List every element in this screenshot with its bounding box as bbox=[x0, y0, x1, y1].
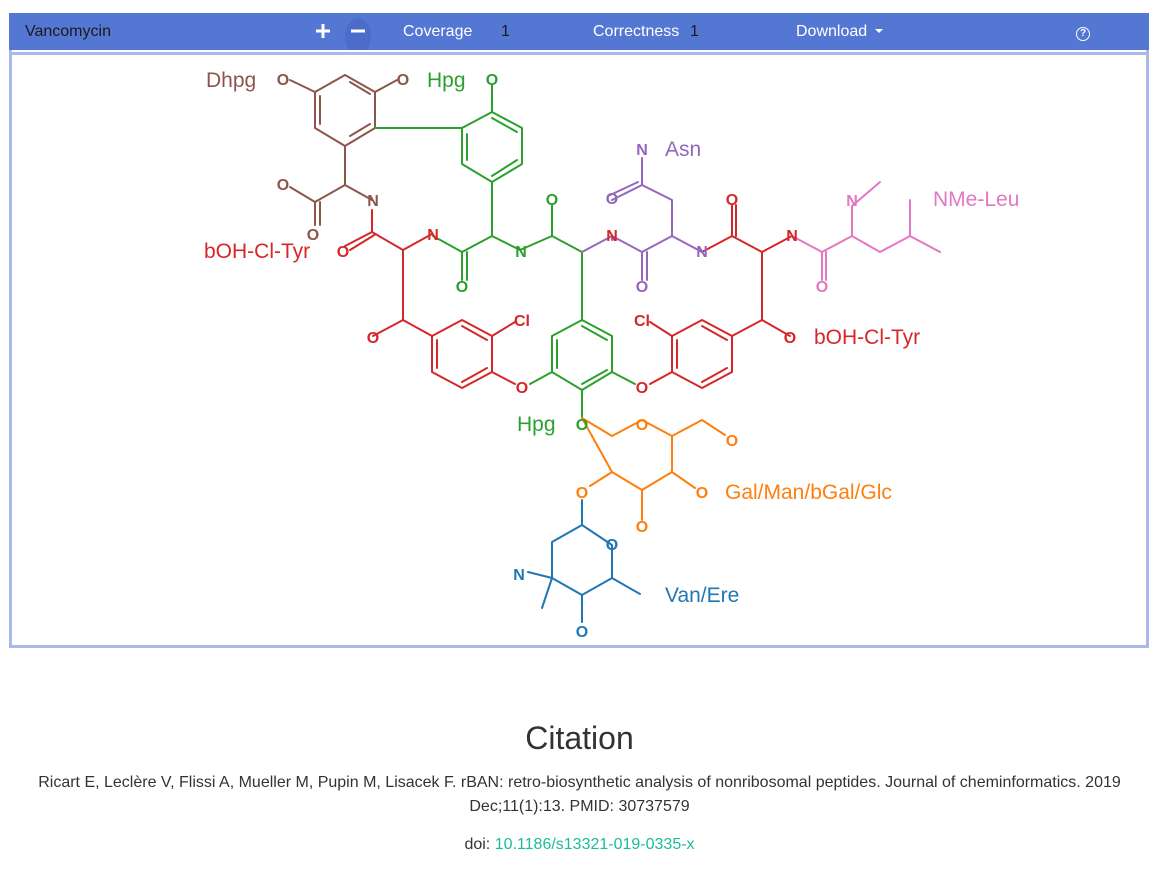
svg-text:O: O bbox=[397, 72, 409, 89]
minus-icon bbox=[351, 29, 365, 33]
svg-text:O: O bbox=[726, 433, 738, 450]
svg-text:N: N bbox=[846, 193, 858, 210]
svg-text:O: O bbox=[636, 380, 648, 397]
coverage-value: 1 bbox=[501, 23, 510, 40]
svg-text:O: O bbox=[546, 192, 558, 209]
citation-heading: Citation bbox=[525, 720, 634, 756]
correctness-label: Correctness bbox=[593, 23, 680, 40]
svg-text:N: N bbox=[515, 244, 527, 261]
help-icon: ? bbox=[1076, 27, 1090, 41]
download-dropdown[interactable]: Download bbox=[796, 13, 884, 50]
monomer-label: NMe-Leu bbox=[933, 188, 1019, 211]
viewer-toolbar: Vancomycin Coverage 1 Correctness 1 Down… bbox=[9, 13, 1149, 55]
canvas-frame bbox=[12, 52, 1146, 645]
svg-text:O: O bbox=[784, 330, 796, 347]
svg-text:O: O bbox=[277, 177, 289, 194]
svg-text:O: O bbox=[606, 191, 618, 208]
monomer-label: bOH-Cl-Tyr bbox=[814, 326, 920, 349]
monomer-label: Hpg bbox=[427, 69, 466, 92]
coverage-label: Coverage bbox=[403, 23, 473, 40]
help-button[interactable]: ? bbox=[1076, 13, 1090, 50]
svg-text:O: O bbox=[576, 485, 588, 502]
svg-text:O: O bbox=[696, 485, 708, 502]
doi-line: doi: 10.1186/s13321-019-0335-x bbox=[0, 833, 1159, 857]
svg-text:O: O bbox=[726, 192, 738, 209]
monomer-labels: Dhpg Hpg Asn NMe-Leu bOH-Cl-Tyr bOH-Cl-T… bbox=[204, 69, 1019, 607]
svg-text:N: N bbox=[786, 228, 798, 245]
svg-text:N: N bbox=[427, 227, 439, 244]
svg-text:O: O bbox=[636, 279, 648, 296]
download-label: Download bbox=[796, 23, 868, 40]
svg-text:O: O bbox=[576, 417, 588, 434]
monomer-label: Gal/Man/bGal/Glc bbox=[725, 481, 892, 504]
zoom-out-button[interactable] bbox=[345, 18, 371, 55]
plus-icon bbox=[316, 24, 330, 38]
svg-text:N: N bbox=[606, 228, 618, 245]
hpg-center-bonds bbox=[529, 251, 636, 419]
svg-text:O: O bbox=[606, 537, 618, 554]
citation-text: Ricart E, Leclère V, Flissi A, Mueller M… bbox=[38, 774, 1121, 815]
monomer-label: Hpg bbox=[517, 413, 556, 436]
svg-text:N: N bbox=[636, 142, 648, 159]
svg-text:O: O bbox=[486, 72, 498, 89]
molecule-name: Vancomycin bbox=[25, 23, 111, 40]
svg-text:Cl: Cl bbox=[514, 313, 530, 330]
boh-cl-tyr-right-bonds bbox=[649, 204, 793, 389]
monomer-label: bOH-Cl-Tyr bbox=[204, 240, 310, 263]
svg-text:O: O bbox=[516, 380, 528, 397]
svg-text:O: O bbox=[307, 227, 319, 244]
monomer-label: Van/Ere bbox=[665, 584, 739, 607]
correctness-value: 1 bbox=[690, 23, 699, 40]
svg-text:O: O bbox=[337, 244, 349, 261]
svg-text:O: O bbox=[636, 417, 648, 434]
svg-text:N: N bbox=[513, 567, 525, 584]
citation-section: Citation Ricart E, Leclère V, Flissi A, … bbox=[0, 720, 1159, 857]
monomer-label: Dhpg bbox=[206, 69, 256, 92]
monomer-label: Asn bbox=[665, 138, 701, 161]
structure-canvas[interactable] bbox=[9, 50, 1149, 648]
svg-text:Cl: Cl bbox=[634, 313, 650, 330]
svg-text:O: O bbox=[816, 279, 828, 296]
svg-text:O: O bbox=[277, 72, 289, 89]
nme-leu-bonds bbox=[791, 181, 941, 281]
caret-down-icon bbox=[875, 28, 884, 33]
svg-text:N: N bbox=[696, 244, 708, 261]
asn-bonds bbox=[581, 157, 703, 281]
doi-prefix: doi: bbox=[464, 836, 491, 853]
svg-text:O: O bbox=[576, 624, 588, 641]
svg-text:O: O bbox=[456, 279, 468, 296]
van-ere-bonds bbox=[527, 499, 641, 623]
svg-text:O: O bbox=[367, 330, 379, 347]
boh-cl-tyr-left-bonds bbox=[344, 209, 516, 389]
svg-text:N: N bbox=[367, 193, 379, 210]
dhpg-bonds bbox=[289, 74, 398, 226]
sugar-bonds bbox=[581, 417, 726, 521]
doi-link[interactable]: 10.1186/s13321-019-0335-x bbox=[494, 836, 695, 853]
svg-text:O: O bbox=[636, 519, 648, 536]
zoom-in-button[interactable] bbox=[310, 18, 336, 55]
hpg-top-bonds bbox=[374, 84, 583, 281]
